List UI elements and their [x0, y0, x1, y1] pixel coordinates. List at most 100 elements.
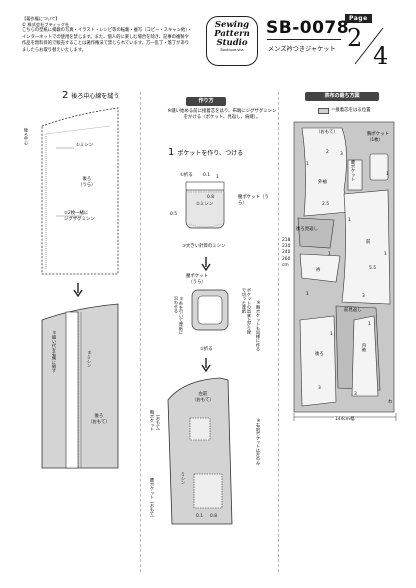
- fold-edge-label: わ: [388, 400, 393, 405]
- front-sub-text: （おもて）: [192, 397, 214, 403]
- height-value: 260: [282, 256, 291, 262]
- waist-pocket-label: 腰ポケット（おもて）: [150, 478, 155, 520]
- cardboard-note: ポケットの出来上がり線で切った厚紙: [242, 288, 252, 335]
- pocket-sub-text: （うら）: [188, 279, 206, 285]
- waist-pocket-cut-label: 腰ポケット: [351, 160, 356, 181]
- column-divider: [278, 92, 279, 572]
- pocket-prep-drawing: [185, 181, 225, 229]
- pocket-cardboard-drawing: [191, 289, 229, 331]
- arrow-down-icon: [201, 257, 211, 272]
- allowance-value: 1: [328, 252, 331, 257]
- fold-label-1: ①折る: [180, 173, 193, 178]
- page-slash: [354, 27, 384, 65]
- step-number: 2: [62, 90, 69, 101]
- page-current: 2: [347, 24, 363, 52]
- chest-same-note: ※胸ポケットも同様に作る: [256, 300, 261, 352]
- allowance-value: 3: [340, 152, 343, 157]
- back-piece-bottom: [41, 303, 119, 469]
- measure-01: 0.1: [203, 173, 210, 178]
- back-piece-name: 後ろ （うら）: [78, 177, 96, 188]
- legend-text: ＝接着芯をはる位置: [331, 108, 371, 113]
- big-stitch-label: ③大きい針目のミシン: [182, 244, 226, 249]
- copyright-body: こちらの型紙に掲載の写真・イラスト・レシピ等の転載・複写（コピー・スキャン他）・…: [22, 28, 192, 53]
- allowance-value: 1: [384, 252, 387, 257]
- copyright-title: 【著作権について】: [22, 16, 60, 21]
- page-number: 2 4: [343, 24, 393, 70]
- front-facing-cut-label: 前見返し: [344, 308, 362, 313]
- cutting-layout-diagram: [293, 121, 395, 413]
- header-divider: [267, 39, 341, 40]
- inner-sleeve-cut-label: 内袖: [362, 343, 367, 352]
- logo-line3: Studio: [216, 38, 248, 48]
- measure-1: 1: [216, 175, 219, 180]
- allowance-value: 2: [326, 150, 329, 155]
- logo-line1: Sewing: [214, 20, 250, 30]
- allowance-value: 3: [318, 386, 321, 391]
- piece-name: 後ろ: [94, 414, 104, 419]
- arrow-down-icon: [73, 283, 83, 298]
- allowance-value: 1: [348, 218, 351, 223]
- back-piece-top: [41, 107, 119, 275]
- right-front-note: ※右前ポケットは左のみ: [256, 418, 261, 465]
- piece-name: 後ろ: [82, 177, 92, 182]
- logo-line2: Pattern: [214, 29, 250, 39]
- height-unit: cm: [282, 262, 289, 268]
- back-facing-cut-label: 後ろ見返し: [296, 227, 318, 232]
- allowance-value: 1: [386, 172, 389, 177]
- section-cutting-layout: 表布の裁ち方図: [305, 92, 379, 101]
- allowance-value: 1: [306, 162, 309, 167]
- fabric-face-label: （おもて）: [316, 130, 338, 135]
- back-center-label: 後ろ中心: [24, 128, 29, 145]
- fold-allowance-label: ①縫い代を右側に倒す: [52, 330, 57, 373]
- front-cut-label: 前: [366, 240, 371, 245]
- collar-cut-label: 衿: [316, 268, 321, 273]
- chest-pocket-sub: （おもて）: [156, 412, 161, 433]
- zigzag-line1: ②2枚一緒に: [64, 211, 89, 216]
- piece-sub: （うら）: [78, 182, 96, 188]
- back-piece-name-2: 後ろ （おもて）: [88, 414, 110, 425]
- chest-pocket-cut-label: 胸ポケット（1枚）: [367, 132, 389, 143]
- pocket-title-text: 腰ポケット: [186, 274, 208, 279]
- chest-pocket-label: 胸ポケット: [150, 410, 155, 431]
- measure-05: 0.5: [170, 212, 177, 217]
- zigzag-label: ②2枚一緒に ジグザグミシン: [64, 211, 95, 222]
- intro-note: ※縫い始める前に接着芯をはり、布端にジグザグミシンをかける（ポケット、見返し、肩…: [167, 109, 277, 121]
- interfacing-swatch: [318, 108, 329, 114]
- allowance-value: 1: [330, 332, 333, 337]
- height-value: 240: [282, 250, 291, 256]
- allowance-value: 1: [306, 292, 309, 297]
- front-machine-label: ミシン: [181, 472, 186, 485]
- logo-tag: Boutique-sha: [220, 48, 244, 52]
- front-title: 左前 （おもて）: [192, 392, 214, 403]
- front-title-text: 左前: [198, 392, 208, 397]
- fabric-heights: 218 230 240 260 cm: [282, 238, 290, 269]
- copyright-company: © 株式会社ブティック社: [22, 22, 70, 27]
- section-how-to: 作り方: [186, 97, 226, 106]
- pull-thread-note: ①糸を引いて厚紙に沿わせる: [174, 296, 184, 335]
- front-measure-01: 0.1: [196, 514, 203, 519]
- measure-08: 0.8: [207, 195, 214, 200]
- fabric-width-label: 144cm幅: [334, 417, 356, 423]
- page-label: Page: [345, 14, 372, 23]
- allowance-value: 1: [368, 322, 371, 327]
- height-value: 230: [282, 244, 291, 250]
- fold-label-2: ②折る: [200, 347, 213, 352]
- pocket-title: 腰ポケット （うら）: [186, 274, 208, 285]
- brand-logo: Sewing Pattern Studio Boutique-sha: [206, 16, 258, 66]
- step-text: ポケットを作り、つける: [177, 150, 244, 157]
- zigzag-line2: ジグザグミシン: [64, 216, 95, 222]
- allowance-value: 3: [354, 392, 357, 397]
- front-piece-drawing: [167, 377, 233, 525]
- allowance-value: 3: [362, 294, 365, 299]
- piece-sub: （おもて）: [88, 419, 110, 425]
- stitch-label-2: ②ミシン: [87, 350, 92, 368]
- copyright-block: 【著作権について】 © 株式会社ブティック社 こちらの型紙に掲載の写真・イラスト…: [22, 16, 192, 54]
- arrow-down-icon: [201, 358, 211, 373]
- stitch-label-1: ①ミシン: [76, 143, 94, 148]
- machine-label: ②ミシン: [196, 202, 214, 207]
- height-value: 218: [282, 238, 291, 243]
- column-divider: [140, 92, 141, 572]
- pattern-code: SB-0078: [266, 18, 350, 38]
